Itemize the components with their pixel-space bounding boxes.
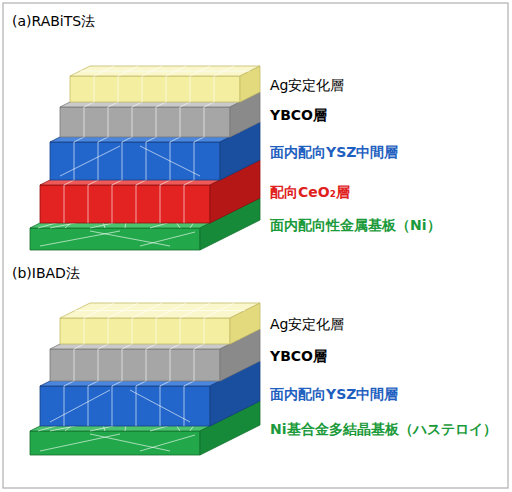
label-slot: 配向CeO₂層: [270, 182, 350, 202]
layer-label: Ag安定化層: [270, 316, 344, 334]
section-title: (b)IBAD法: [12, 265, 80, 283]
front-face: [40, 386, 210, 426]
layer-label: 配向CeO₂層: [270, 184, 350, 202]
section-title: (a)RABiTS法: [12, 13, 95, 31]
silver-layer: [70, 66, 260, 102]
layer-label: Ni基合金多結晶基板（ハステロイ）: [270, 421, 497, 439]
front-face: [50, 349, 220, 381]
texture-lines: [75, 303, 245, 344]
layer-label: YBCO層: [270, 107, 327, 125]
label-slot: Ni基合金多結晶基板（ハステロイ）: [270, 419, 497, 439]
texture-lines: [80, 66, 250, 102]
layer-label: Ag安定化層: [270, 77, 344, 95]
label-slot: (a)RABiTS法: [12, 11, 95, 31]
front-face: [30, 431, 200, 455]
front-face: [40, 185, 210, 223]
front-face: [50, 142, 220, 180]
front-face: [60, 318, 230, 344]
right-face: [230, 303, 260, 344]
layer-label: 面内配向YSZ中間層: [270, 386, 398, 404]
label-slot: (b)IBAD法: [12, 263, 80, 283]
label-slot: YBCO層: [270, 346, 327, 366]
label-slot: 面内配向YSZ中間層: [270, 142, 398, 162]
label-slot: Ag安定化層: [270, 75, 344, 95]
layer-label: YBCO層: [270, 348, 327, 366]
front-face: [60, 107, 230, 137]
front-face: [30, 228, 200, 250]
silver-layer: [60, 303, 260, 344]
layer-label: 面内配向性金属基板（Ni）: [270, 217, 441, 235]
layer-label: 面内配向YSZ中間層: [270, 144, 398, 162]
label-slot: YBCO層: [270, 105, 327, 125]
label-slot: 面内配向YSZ中間層: [270, 384, 398, 404]
label-slot: 面内配向性金属基板（Ni）: [270, 215, 441, 235]
label-slot: Ag安定化層: [270, 314, 344, 334]
front-face: [70, 76, 240, 102]
frame-border: [3, 3, 508, 488]
